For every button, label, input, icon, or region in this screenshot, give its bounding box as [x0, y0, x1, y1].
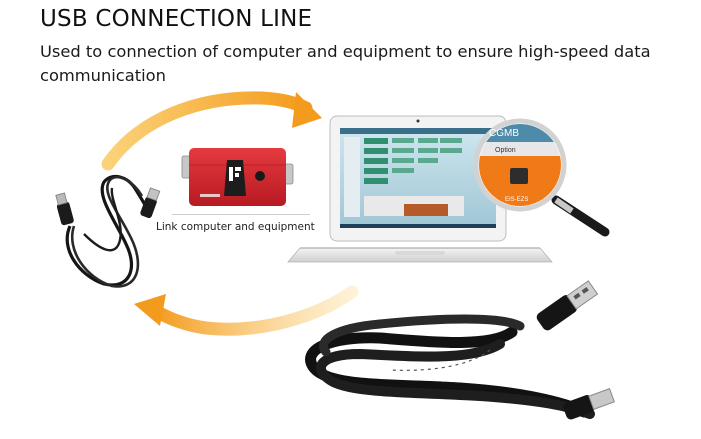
- top-arrow-icon: [101, 91, 322, 171]
- link-caption: Link computer and equipment: [156, 221, 315, 233]
- magnifier-brand-label: CGMB: [489, 128, 519, 139]
- magnifier-icon: CGMB Option EIS-EZS: [473, 118, 610, 237]
- magnifier-chip-label: EIS-EZS: [505, 197, 528, 203]
- usb-cable-small-icon: [55, 174, 161, 288]
- bottom-arrow-icon: [134, 285, 359, 336]
- page-subtitle: Used to connection of computer and equip…: [40, 42, 651, 85]
- page-title: USB CONNECTION LINE: [40, 6, 313, 32]
- laptop-icon: [287, 115, 553, 263]
- red-programmer-device-icon: [181, 148, 294, 206]
- magnifier-tab-label: Option: [495, 147, 516, 154]
- usb-cable-large-icon: [305, 280, 615, 420]
- caption-divider: [172, 214, 310, 215]
